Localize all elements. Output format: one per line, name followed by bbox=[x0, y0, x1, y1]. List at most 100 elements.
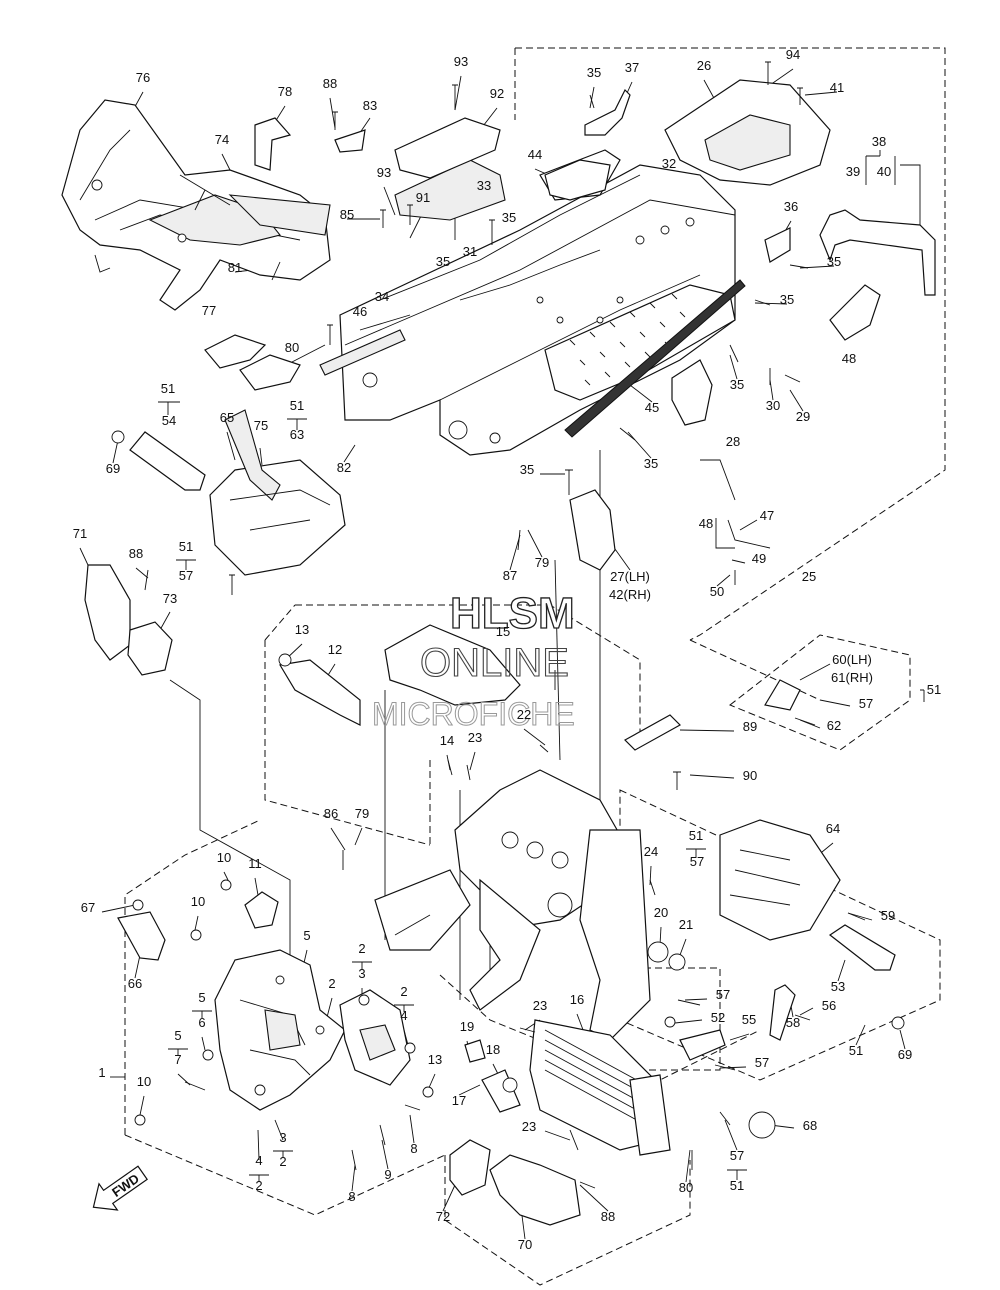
part-callout: 10 bbox=[191, 894, 205, 909]
part-callout: 60(LH) bbox=[832, 652, 872, 667]
plate-89 bbox=[624, 714, 681, 751]
part-callout: 23 bbox=[468, 730, 482, 745]
part-callout: 5 bbox=[174, 1028, 181, 1043]
boundary-front-frame bbox=[295, 604, 641, 745]
part-callout: 68 bbox=[803, 1118, 817, 1133]
part-callout: 73 bbox=[163, 591, 177, 606]
part-callout: 75 bbox=[254, 418, 268, 433]
rear-bumper-38 bbox=[819, 209, 936, 296]
part-callout: 11 bbox=[248, 856, 262, 871]
bracket-48 bbox=[829, 284, 881, 341]
front-frame-12-15 bbox=[278, 624, 521, 726]
part-callout: 51 bbox=[927, 682, 941, 697]
bracket-27-42 bbox=[569, 489, 616, 571]
part-callout: 6 bbox=[198, 1015, 205, 1030]
part-callout: 4 bbox=[400, 1008, 407, 1023]
bracket-66 bbox=[117, 911, 166, 961]
part-callout: 22 bbox=[517, 707, 531, 722]
part-callout: 47 bbox=[760, 508, 774, 523]
part-callout: 35 bbox=[587, 65, 601, 80]
part-callout: 48 bbox=[699, 516, 713, 531]
part-callout: 70 bbox=[518, 1237, 532, 1252]
boundary-right-lower bbox=[619, 789, 941, 1081]
gasket-73 bbox=[127, 621, 173, 676]
gasket-72 bbox=[449, 1139, 491, 1196]
part-callout: 90 bbox=[743, 768, 757, 783]
bracket-28 bbox=[671, 359, 713, 426]
part-callout: 66 bbox=[128, 976, 142, 991]
part-callout: 16 bbox=[570, 992, 584, 1007]
part-callout: 83 bbox=[363, 98, 377, 113]
part-callout: 27(LH) bbox=[610, 569, 650, 584]
grommet-69-lower bbox=[891, 1016, 905, 1030]
part-callout: 86 bbox=[324, 806, 338, 821]
part-callout: 5 bbox=[198, 990, 205, 1005]
part-callout: 81 bbox=[228, 260, 242, 275]
boundary-upper-frame bbox=[515, 47, 946, 641]
watermark-line1: HLSM bbox=[450, 589, 575, 638]
part-callout: 8 bbox=[348, 1189, 355, 1204]
rear-plate-26-recess bbox=[704, 114, 791, 171]
part-callout: 18 bbox=[486, 1042, 500, 1057]
part-callout: 92 bbox=[490, 86, 504, 101]
part-callout: 69 bbox=[898, 1047, 912, 1062]
part-callout: 23 bbox=[533, 998, 547, 1013]
part-callout: 15 bbox=[496, 624, 510, 639]
part-callout: 37 bbox=[625, 60, 639, 75]
part-callout: 53 bbox=[831, 979, 845, 994]
boundary-bracket-box bbox=[600, 967, 721, 1071]
part-callout: 51 bbox=[730, 1178, 744, 1193]
part-callout: 72 bbox=[436, 1209, 450, 1224]
part-callout: 80 bbox=[679, 1180, 693, 1195]
part-callout: 2 bbox=[279, 1154, 286, 1169]
fasteners bbox=[132, 61, 866, 1189]
part-callout: 12 bbox=[328, 642, 342, 657]
part-callout: 35 bbox=[730, 377, 744, 392]
bracket-37 bbox=[584, 88, 631, 136]
part-callout: 17 bbox=[452, 1093, 466, 1108]
bracket-78 bbox=[254, 117, 292, 171]
part-callout: 51 bbox=[290, 398, 304, 413]
part-callout: 87 bbox=[503, 568, 517, 583]
part-callout: 46 bbox=[353, 304, 367, 319]
part-callout: 24 bbox=[644, 844, 658, 859]
part-callout: 19 bbox=[460, 1019, 474, 1034]
seal-21 bbox=[668, 953, 686, 971]
boundary-right-top-box bbox=[729, 634, 911, 751]
part-callout: 39 bbox=[846, 164, 860, 179]
part-callout: 33 bbox=[477, 178, 491, 193]
part-callout: 64 bbox=[826, 821, 840, 836]
assembly-boundaries bbox=[124, 47, 946, 1286]
pad-75 bbox=[239, 354, 301, 391]
fwd-arrow-icon: FWD bbox=[92, 1165, 148, 1211]
part-callout: 1 bbox=[98, 1065, 105, 1080]
part-callout: 69 bbox=[106, 461, 120, 476]
part-callout: 93 bbox=[377, 165, 391, 180]
part-callout: 65 bbox=[220, 410, 234, 425]
bracket-55 bbox=[679, 1029, 726, 1061]
watermark-line3: MICROFICHE bbox=[372, 696, 575, 732]
boundary-link-25 bbox=[689, 639, 821, 701]
pedal-47-49 bbox=[727, 519, 771, 549]
part-callout: 28 bbox=[726, 434, 740, 449]
bearing-68 bbox=[748, 1111, 776, 1139]
part-callout: 91 bbox=[416, 190, 430, 205]
part-callout: 32 bbox=[662, 156, 676, 171]
upper-tunnel-frame bbox=[339, 117, 736, 456]
part-callout: 5 bbox=[303, 928, 310, 943]
part-callout: 36 bbox=[784, 199, 798, 214]
part-callout: 35 bbox=[502, 210, 516, 225]
bracket-53 bbox=[828, 924, 896, 971]
side-rail-strip bbox=[564, 279, 746, 438]
part-callout: 26 bbox=[697, 58, 711, 73]
part-callout: 2 bbox=[400, 984, 407, 999]
boundary-front-frame-down bbox=[264, 640, 431, 846]
part-callout: 31 bbox=[463, 244, 477, 259]
part-callout: 13 bbox=[428, 1052, 442, 1067]
part-callout: 82 bbox=[337, 460, 351, 475]
front-cowl-frame-76 bbox=[61, 99, 331, 311]
part-callout: 3 bbox=[358, 966, 365, 981]
part-callout: 7 bbox=[174, 1052, 181, 1067]
storage-box-64 bbox=[719, 819, 841, 941]
